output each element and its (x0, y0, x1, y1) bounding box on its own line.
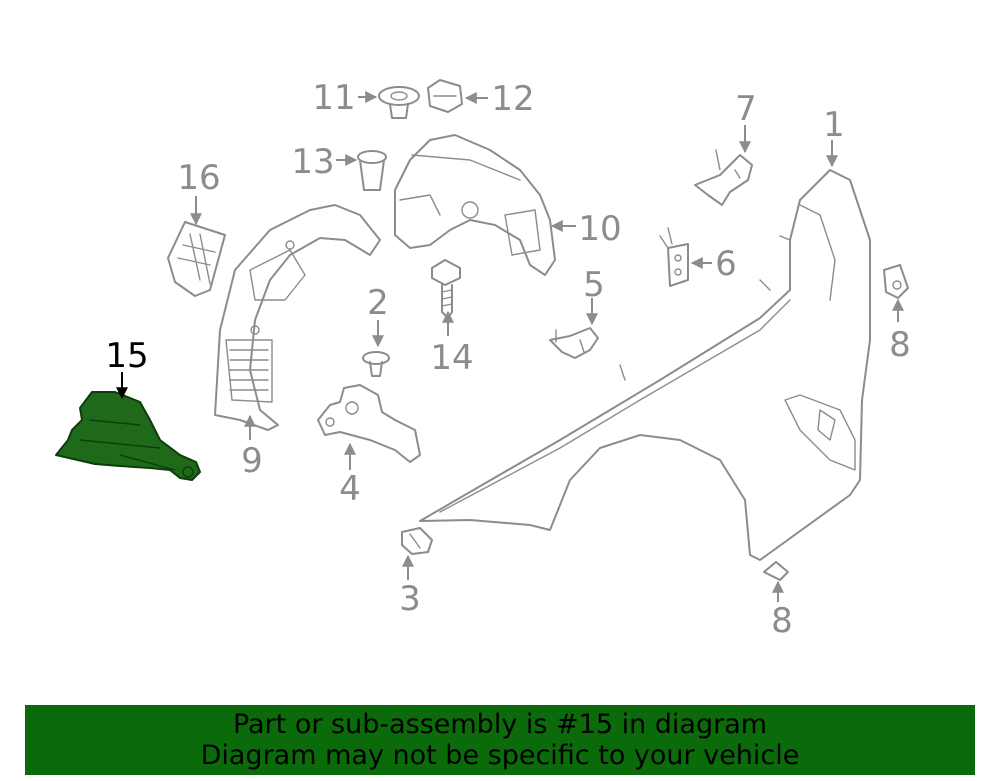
part-15-highlighted[interactable] (55, 391, 201, 481)
part-8-upper-clip (883, 264, 909, 299)
callout-3: 3 (399, 579, 421, 619)
part-6-bracket (659, 227, 689, 287)
part-9-wheel-liner (214, 204, 381, 431)
callout-5: 5 (583, 265, 605, 305)
part-3-clip-nut (401, 527, 433, 555)
part-16-grille (167, 221, 226, 297)
part-2-clip (362, 351, 390, 377)
part-7-bracket (694, 149, 753, 206)
part-13-nut (357, 150, 387, 191)
callout-6: 6 (715, 244, 737, 284)
part-1-fender (419, 169, 871, 561)
callout-9: 9 (241, 441, 263, 481)
parts-diagram: 1 2 3 4 5 6 7 8 8 9 10 11 12 13 14 15 16 (55, 78, 911, 641)
callout-arrows (116, 91, 904, 602)
callout-2: 2 (367, 283, 389, 323)
callout-11: 11 (312, 78, 355, 118)
part-8-lower-clip (763, 561, 789, 581)
part-4-bracket (317, 384, 421, 463)
callout-8-lower: 8 (771, 601, 793, 641)
callout-10: 10 (578, 209, 621, 249)
callout-12: 12 (491, 79, 534, 119)
callout-8-upper: 8 (889, 325, 911, 365)
part-12-clip-nut (427, 79, 463, 113)
callout-16: 16 (177, 158, 220, 198)
part-11-clip (378, 86, 420, 119)
callout-14: 14 (430, 338, 473, 378)
banner-line-1: Part or sub-assembly is #15 in diagram (232, 709, 768, 740)
callout-1: 1 (823, 105, 845, 145)
callout-7: 7 (735, 89, 757, 129)
callout-13: 13 (291, 142, 334, 182)
info-banner: Part or sub-assembly is #15 in diagram D… (25, 705, 975, 775)
callout-4: 4 (339, 469, 361, 509)
part-10-liner (394, 134, 556, 276)
banner-line-2: Diagram may not be specific to your vehi… (200, 740, 800, 771)
part-5-bracket (549, 327, 599, 359)
callout-labels: 1 2 3 4 5 6 7 8 8 9 10 11 12 13 14 15 16 (105, 78, 910, 641)
part-14-screw (431, 259, 461, 319)
callout-15: 15 (105, 336, 148, 376)
